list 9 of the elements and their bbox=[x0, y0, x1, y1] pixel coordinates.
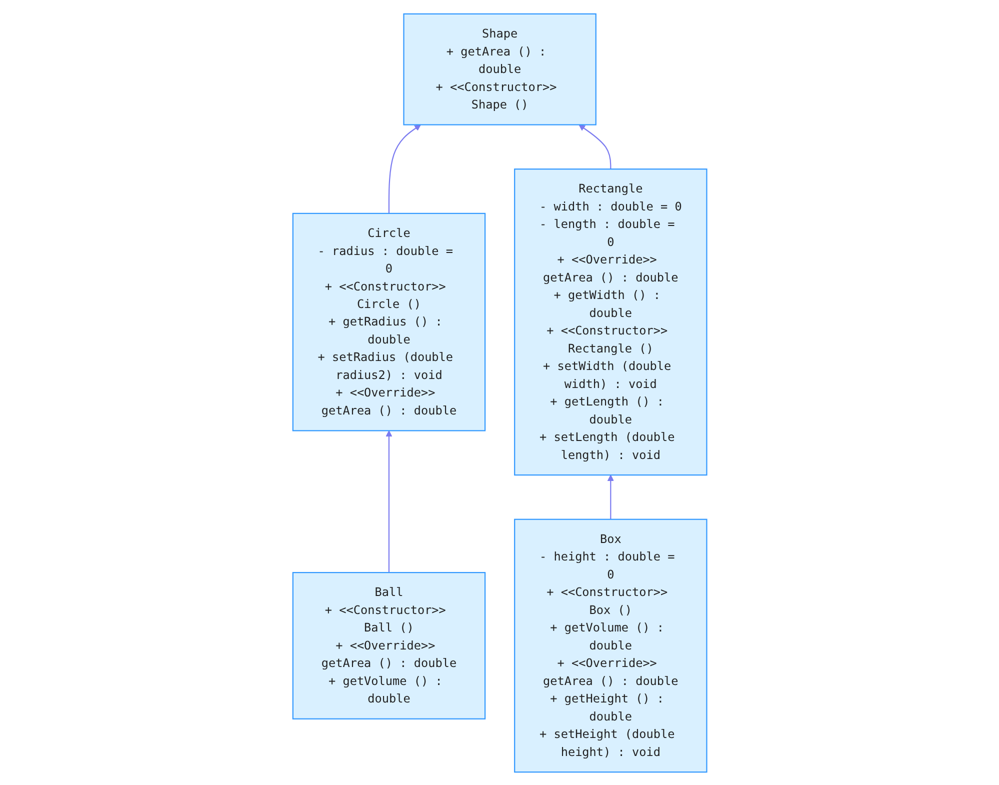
node-box: Ball + <<Constructor>> Ball () + <<Override>> getArea () : double + getVolume () : double bbox=[292, 572, 486, 719]
arrow bbox=[385, 430, 392, 572]
node-box: Rectangle - width : double = 0 - length : double = 0 + <<Override>> getArea () : double + getWidth () : double + <<Constructor>> Rectangle () + setWidth (double width) : void + getLength () : double + setLength (double length) : void bbox=[514, 168, 707, 476]
node-box: Box - height : double = 0 + <<Constructor>> Box () + getVolume () : double + <<Override>> getArea () : double + getHeight () : double + setHeight (double height) : void bbox=[514, 518, 707, 772]
node-box: Circle - radius : double = 0 + <<Constructor>> Circle () + getRadius () : double + setRadius (double radius2) : void + <<Override>> getArea () : double bbox=[292, 212, 486, 431]
arrow bbox=[607, 474, 614, 519]
arrow bbox=[388, 124, 421, 213]
node-box: Shape + getArea () : double + <<Constructor>> Shape () bbox=[402, 12, 596, 125]
arrow bbox=[578, 124, 611, 169]
